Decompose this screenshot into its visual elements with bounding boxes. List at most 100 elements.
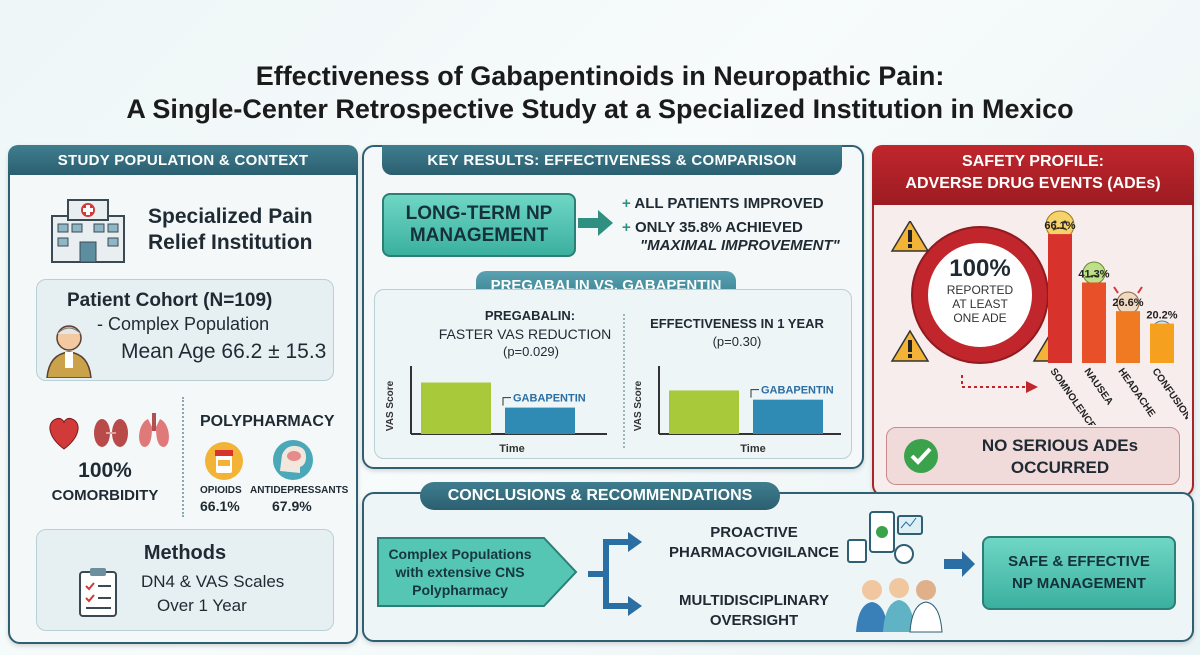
warning-icon (890, 221, 930, 252)
chart2-annotation: (p=0.30) (712, 334, 762, 349)
no-serious-line-2: OCCURRED (1010, 458, 1110, 477)
bullet-2: + ONLY 35.8% ACHIEVED (622, 219, 803, 236)
input-arrow-shape (377, 537, 578, 607)
bar-gabapentin (505, 407, 575, 434)
no-serious-ades-card: NO SERIOUS ADEs OCCURRED (886, 427, 1180, 485)
x-axis-label: Time (499, 443, 524, 455)
results-header: KEY RESULTS: EFFECTIVENESS & COMPARISON (382, 145, 842, 175)
chart2-title: EFFECTIVENESS IN 1 YEAR (650, 316, 824, 331)
check-icon (904, 439, 938, 473)
ade-value-label: 20.2% (1146, 310, 1177, 322)
conclusions-header: CONCLUSIONS & RECOMMENDATIONS (420, 482, 780, 510)
label-leader (502, 397, 511, 406)
methods-line-2: Over 1 Year (157, 596, 247, 615)
ade-bar-somnolence (1048, 234, 1072, 363)
comparison-card: PREGABALIN: FASTER VAS REDUCTION (p=0.02… (374, 289, 852, 459)
safety-header-line-2: ADVERSE DRUG EVENTS (ADEs) (905, 175, 1161, 192)
dotted-arrow (961, 375, 1038, 393)
np-management-box: LONG-TERM NP MANAGEMENT (382, 193, 576, 257)
outcome-box: SAFE & EFFECTIVE NP MANAGEMENT (982, 536, 1176, 610)
chart1-subtitle: FASTER VAS REDUCTION (438, 326, 612, 342)
clipboard-icon (79, 568, 117, 617)
divider (182, 397, 184, 517)
cohort-sub: - Complex Population (97, 314, 270, 334)
institution-line-1: Specialized Pain (148, 205, 313, 228)
rec1-line-2: PHARMACOVIGILANCE (668, 544, 839, 561)
brain-icon (273, 440, 313, 480)
bar-pregabalin (421, 382, 491, 434)
arrow-icon (578, 210, 613, 236)
np-box-line-2: MANAGEMENT (409, 225, 549, 246)
ade-category-label: NAUSEA (1082, 366, 1115, 407)
no-serious-line-1: NO SERIOUS ADEs (981, 436, 1139, 455)
methods-card: Methods DN4 & VAS Scales Over 1 Year (36, 529, 334, 631)
safety-header: SAFETY PROFILE: ADVERSE DRUG EVENTS (ADE… (872, 145, 1194, 205)
mean-age: Mean Age 66.2 ± 15.3 (121, 340, 327, 363)
warning-icon (890, 329, 930, 362)
key-results-panel: KEY RESULTS: EFFECTIVENESS & COMPARISON … (362, 145, 864, 469)
organs-icons (49, 413, 169, 450)
medical-team-icon (856, 578, 943, 633)
population-header: STUDY POPULATION & CONTEXT (8, 145, 358, 175)
sick-face-icon (1113, 286, 1143, 315)
outcome-line-1: SAFE & EFFECTIVE (1008, 553, 1150, 570)
bar-pregabalin (669, 390, 739, 434)
rec2-line-1: MULTIDISCIPLINARY (679, 592, 829, 609)
methods-line-1: DN4 & VAS Scales (141, 572, 285, 591)
antidepressants-pct: 67.9% (272, 498, 312, 514)
outcome-line-2: NP MANAGEMENT (1012, 575, 1146, 592)
rec2-line-2: OVERSIGHT (709, 612, 799, 629)
ring-line-1: REPORTED (946, 283, 1014, 297)
ade-ring (890, 221, 1070, 364)
opioids-label: OPIOIDS (200, 485, 242, 496)
safety-header-line-1: SAFETY PROFILE: (962, 153, 1104, 170)
cohort-title: Patient Cohort (N=109) (67, 290, 273, 311)
bar-gabapentin (753, 399, 823, 434)
ring-line-2: AT LEAST (952, 297, 1008, 311)
ade-value-label: 26.6% (1112, 297, 1143, 309)
hospital-icon (51, 199, 125, 263)
antidepressants-label: ANTIDEPRESSANTS (250, 485, 349, 496)
input-line-1: Complex Populations (388, 546, 532, 562)
label-leader (750, 389, 759, 398)
heart-icon (49, 418, 79, 450)
polypharmacy-label: POLYPHARMACY (200, 413, 335, 430)
lungs-icon (139, 413, 169, 447)
ade-bar-chart: 66.1%SOMNOLENCE41.3%NAUSEA26.6%HEADACHE2… (1044, 210, 1188, 425)
bullet-2b: "MAXIMAL IMPROVEMENT" (640, 237, 840, 254)
x-axis-label: Time (740, 443, 765, 455)
branch-arrow-icon (588, 532, 642, 616)
study-population-panel: STUDY POPULATION & CONTEXT Specialized P… (8, 145, 358, 644)
chart1-title: PREGABALIN: (484, 308, 576, 323)
y-axis-label: VAS Score (633, 380, 644, 431)
y-axis-label: VAS Score (385, 380, 396, 431)
elderly-patient-icon (46, 325, 92, 378)
safety-panel: SAFETY PROFILE: ADVERSE DRUG EVENTS (ADE… (872, 145, 1194, 497)
input-line-2: with extensive CNS (395, 564, 525, 580)
conclusions-panel: CONCLUSIONS & RECOMMENDATIONS Complex Po… (362, 482, 1194, 642)
rec1-line-1: PROACTIVE (710, 524, 798, 541)
ring-pct: 100% (949, 255, 1011, 282)
institution-line-2: Relief Institution (148, 231, 313, 254)
title-line-1: Effectiveness of Gabapentinoids in Neuro… (255, 61, 945, 91)
pill-bottle-icon (205, 442, 243, 480)
ring-line-3: ONE ADE (953, 311, 1007, 325)
title-line-2: A Single-Center Retrospective Study at a… (126, 94, 1074, 124)
chart1-annotation: (p=0.029) (502, 344, 559, 359)
bullet-1: + ALL PATIENTS IMPROVED (622, 195, 824, 212)
methods-title: Methods (143, 542, 227, 564)
comorbidity-label: COMORBIDITY (51, 487, 159, 504)
chart-divider (623, 314, 625, 448)
patient-cohort-card: Patient Cohort (N=109) - Complex Populat… (36, 279, 334, 381)
ade-value-label: 66.1% (1044, 220, 1075, 232)
series-label-gabapentin: GABAPENTIN (513, 393, 586, 405)
ade-bar-nausea (1082, 282, 1106, 363)
ade-bar-headache (1116, 311, 1140, 363)
ade-bar-confusion (1150, 323, 1174, 363)
np-box-line-1: LONG-TERM NP (405, 203, 553, 224)
ade-value-label: 41.3% (1078, 268, 1109, 280)
arrow-icon (944, 551, 975, 577)
sick-face-icon (1082, 261, 1106, 285)
